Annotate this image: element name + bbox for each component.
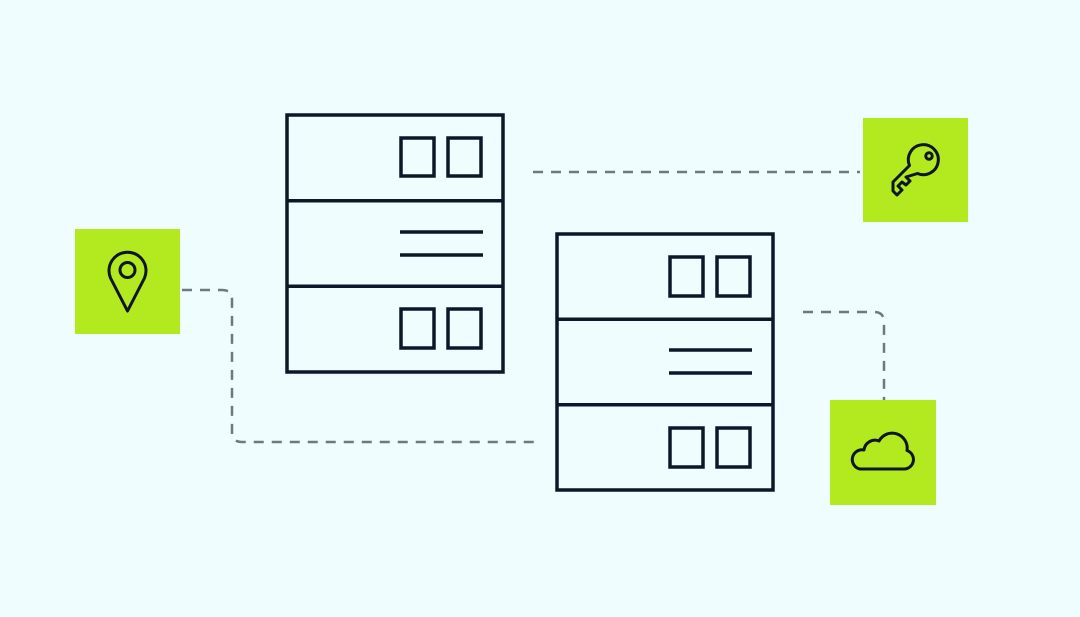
rack-unit-middle [400, 230, 483, 257]
connector-server-to-cloud [803, 310, 886, 400]
tile-background [830, 400, 936, 505]
status-square [668, 255, 705, 298]
rack-unit-middle [669, 348, 752, 375]
rack-frame [555, 232, 775, 492]
key-tile [863, 118, 968, 222]
rack-frame [285, 113, 505, 374]
cloud-icon [850, 431, 915, 471]
status-square [399, 307, 436, 350]
status-square [446, 307, 483, 350]
rack-unit-top [668, 255, 752, 298]
connector-pin-to-server [182, 288, 535, 444]
tile-background [863, 118, 968, 222]
connectors [182, 170, 886, 444]
status-square [399, 136, 436, 178]
status-square [446, 136, 483, 178]
tile-background [75, 229, 180, 334]
status-square [715, 426, 752, 469]
location-pin-icon [107, 250, 148, 313]
rack-unit-bottom [668, 426, 752, 469]
location-pin-tile [75, 229, 180, 334]
status-square [668, 426, 705, 469]
cloud-tile [830, 400, 936, 505]
server-rack-left [285, 113, 505, 374]
server-rack-right [555, 232, 775, 492]
rack-unit-top [399, 136, 483, 178]
rack-unit-bottom [399, 307, 483, 350]
status-square [715, 255, 752, 298]
key-icon [891, 143, 940, 197]
